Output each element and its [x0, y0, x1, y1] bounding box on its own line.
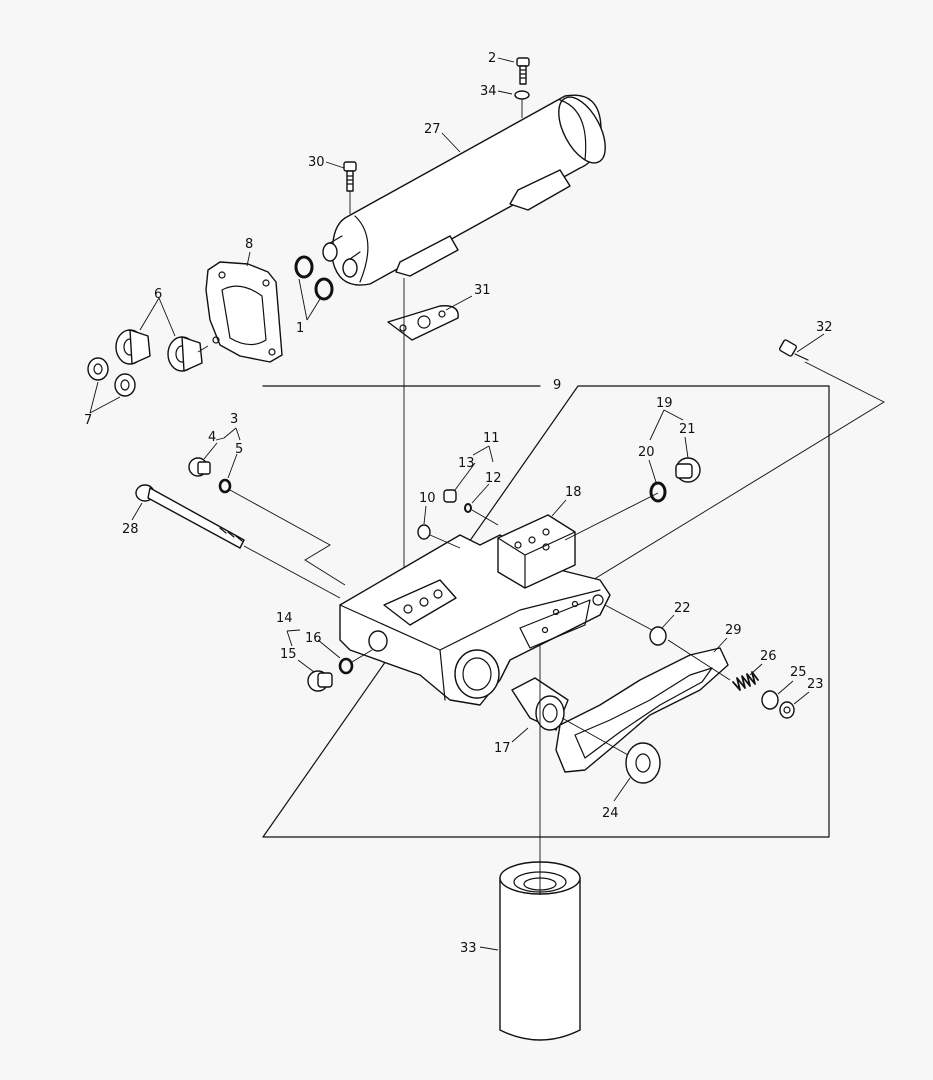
- callout-3: 3: [230, 412, 238, 427]
- flange-8: [205, 261, 283, 363]
- assembly-9-frame: [262, 385, 830, 838]
- o-ring-20: [649, 481, 667, 503]
- callout-10: 10: [419, 491, 436, 506]
- callout-8: 8: [245, 237, 253, 252]
- callout-33: 33: [460, 941, 477, 956]
- bolt-28: [135, 484, 245, 549]
- callout-19: 19: [656, 396, 673, 411]
- callout-34: 34: [480, 84, 497, 99]
- leader-lines: [89, 57, 825, 951]
- spring-26: [732, 671, 759, 691]
- plug-21: [675, 457, 701, 483]
- plug-10: [417, 524, 431, 540]
- callout-24: 24: [602, 806, 619, 821]
- bolt-32: [778, 339, 809, 361]
- o-ring-1: [294, 255, 334, 301]
- callout-25: 25: [790, 665, 807, 680]
- callout-17: 17: [494, 741, 511, 756]
- callout-13: 13: [458, 456, 475, 471]
- callout-14: 14: [276, 611, 293, 626]
- fitting-6: [115, 329, 203, 372]
- callout-18: 18: [565, 485, 582, 500]
- callout-31: 31: [474, 283, 491, 298]
- plug-4: [188, 457, 211, 477]
- callout-23: 23: [807, 677, 824, 692]
- callout-4: 4: [208, 430, 216, 445]
- callout-7: 7: [84, 413, 92, 428]
- collar-25: [761, 690, 779, 710]
- callout-29: 29: [725, 623, 742, 638]
- callout-5: 5: [235, 442, 243, 457]
- washer-34: [514, 90, 530, 100]
- o-ring-16: [338, 657, 354, 675]
- o-ring-5: [218, 478, 232, 494]
- callout-20: 20: [638, 445, 655, 460]
- callout-27: 27: [424, 122, 441, 137]
- bolt-30: [343, 161, 357, 192]
- callout-9: 9: [553, 378, 561, 393]
- o-ring-12: [464, 503, 472, 513]
- callout-12: 12: [485, 471, 502, 486]
- callout-32: 32: [816, 320, 833, 335]
- callout-15: 15: [280, 647, 297, 662]
- plug-13: [443, 489, 457, 503]
- gasket-29: [555, 647, 729, 773]
- collar-22: [649, 626, 667, 646]
- callout-28: 28: [122, 522, 139, 537]
- callout-16: 16: [305, 631, 322, 646]
- plug-15: [307, 670, 333, 692]
- block-18: [497, 514, 576, 589]
- callout-2: 2: [488, 51, 496, 66]
- callout-6: 6: [154, 287, 162, 302]
- callout-labels: 2 34 27 30 8 6 31 1 32 9 19 7 3 21 4 11 …: [84, 51, 833, 956]
- callout-11: 11: [483, 431, 500, 446]
- callout-1: 1: [296, 321, 304, 336]
- callout-30: 30: [308, 155, 325, 170]
- bolt-2: [516, 57, 530, 85]
- gasket-31: [387, 305, 459, 341]
- callout-21: 21: [679, 422, 696, 437]
- washer-24: [625, 742, 661, 784]
- callout-22: 22: [674, 601, 691, 616]
- cylinder-27: [322, 94, 606, 286]
- washer-7: [87, 357, 136, 397]
- callout-26: 26: [760, 649, 777, 664]
- washer-23: [779, 701, 795, 719]
